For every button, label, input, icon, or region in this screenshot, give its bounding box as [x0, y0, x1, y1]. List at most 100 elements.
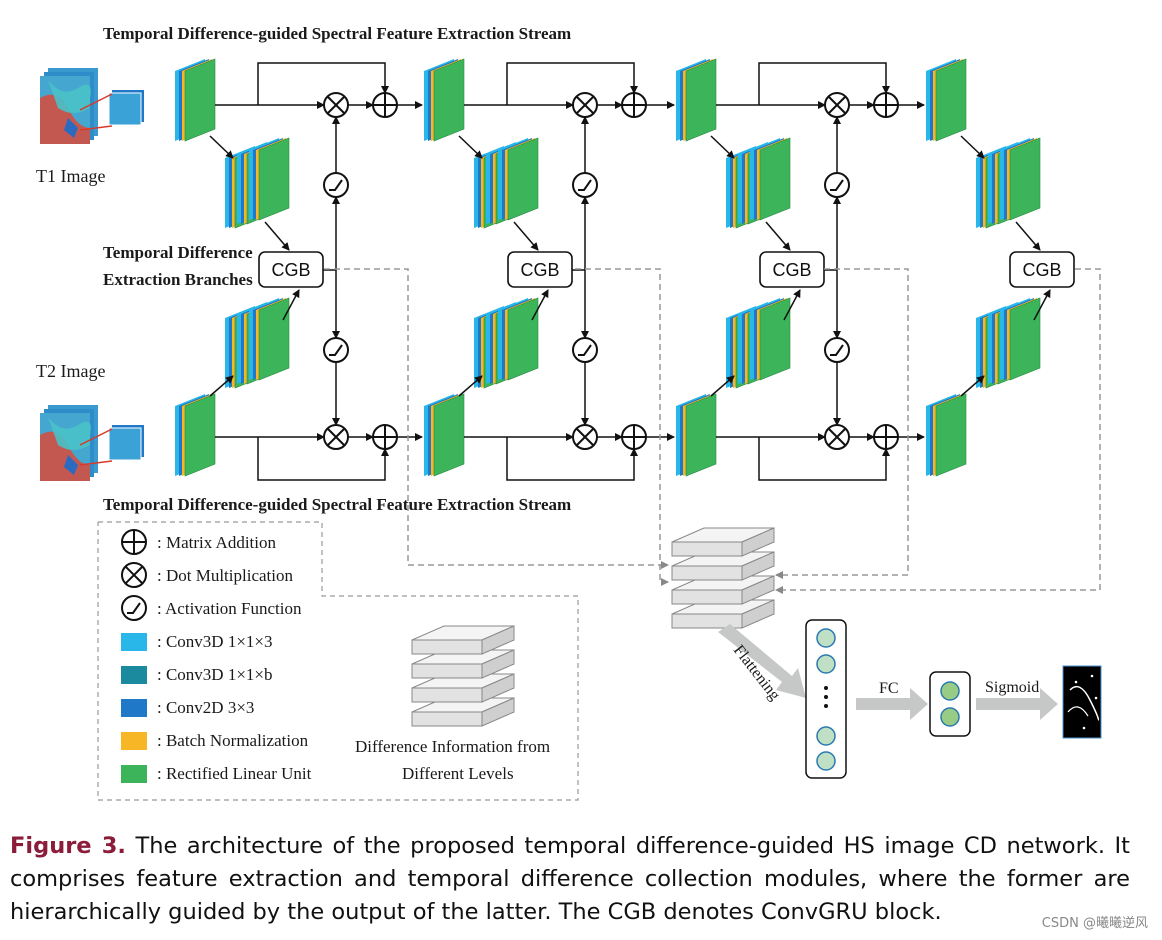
legend-border [97, 521, 579, 801]
bottom-branch-feature-maps [726, 298, 790, 388]
bottom-feature-map [423, 393, 465, 477]
legend-label: : Conv3D 1×1×3 [157, 632, 273, 651]
times-circle-icon [323, 424, 349, 450]
plus-circle-icon [873, 424, 899, 450]
top-stream-title: Temporal Difference-guided Spectral Feat… [103, 24, 571, 43]
cgb-label: CGB [1022, 260, 1061, 280]
flattened-vector [805, 619, 847, 779]
bottom-stream-title: Temporal Difference-guided Spectral Feat… [103, 495, 571, 514]
top-skip-connection [257, 62, 389, 105]
t1-image-label: T1 Image [36, 166, 105, 186]
change-map-image [1062, 665, 1102, 739]
plus-circle-icon [873, 92, 899, 118]
sigmoid-label: Sigmoid [985, 679, 1039, 696]
activation-icon [121, 595, 147, 621]
bottom-feature-map [174, 393, 216, 477]
legend-stack-caption-line2: Different Levels [402, 764, 514, 783]
arrow-to-bottom-branch [960, 375, 985, 397]
legend-item: : Conv2D 3×3 [121, 698, 254, 717]
cgb-label: CGB [520, 260, 559, 280]
arrow-to-cgb [765, 221, 791, 251]
arrow-to-cgb [513, 221, 539, 251]
bottom-feature-map [675, 393, 717, 477]
arrow-from-bottom-branch [1033, 289, 1051, 321]
top-branch-feature-maps [976, 138, 1040, 228]
legend-label: : Batch Normalization [157, 731, 309, 750]
bottom-feature-map [925, 393, 967, 477]
legend-label: : Conv2D 3×3 [157, 698, 254, 717]
top-feature-map [675, 58, 717, 142]
cgb-label: CGB [772, 260, 811, 280]
top-branch-feature-maps [726, 138, 790, 228]
bottom-skip-connection [257, 437, 389, 481]
sigmoid-arrow [976, 688, 1058, 720]
plus-circle-icon [121, 529, 147, 555]
activation-icon [572, 337, 598, 363]
legend-item: : Batch Normalization [121, 731, 309, 750]
t2-hyperspectral-image [40, 405, 98, 481]
arrow-from-bottom-branch [531, 289, 549, 321]
t2-image-label: T2 Image [36, 361, 105, 381]
activation-icon [572, 172, 598, 198]
times-circle-icon [323, 92, 349, 118]
arrow-to-bottom-branch [209, 375, 234, 397]
legend: : Matrix Addition : Dot Multiplication : A… [121, 529, 312, 783]
watermark: CSDN @曦曦逆风 [1041, 916, 1148, 931]
output-nodes [929, 671, 971, 737]
cgb-label: CGB [271, 260, 310, 280]
legend-swatch [121, 765, 147, 783]
arrow-from-bottom-branch [282, 289, 300, 321]
legend-item: : Rectified Linear Unit [121, 764, 312, 783]
network-stages: CGB CGB CGB CGB [174, 58, 1075, 481]
legend-swatch [121, 666, 147, 684]
fc-arrow [856, 688, 928, 720]
top-skip-connection [758, 62, 890, 105]
legend-label: : Conv3D 1×1×b [157, 665, 273, 684]
top-feature-map [925, 58, 967, 142]
figure-label: Figure 3. [10, 833, 126, 859]
times-circle-icon [572, 424, 598, 450]
arrow-to-cgb [264, 221, 290, 251]
legend-stack-illustration [411, 625, 515, 727]
arrow-to-top-branch [458, 135, 483, 159]
plus-circle-icon [372, 424, 398, 450]
legend-swatch [121, 633, 147, 651]
legend-label: : Dot Multiplication [157, 566, 293, 585]
legend-item: : Conv3D 1×1×b [121, 665, 273, 684]
difference-information-stack [671, 527, 775, 629]
times-circle-icon [824, 424, 850, 450]
arrow-to-bottom-branch [458, 375, 483, 397]
activation-icon [323, 337, 349, 363]
plus-circle-icon [372, 92, 398, 118]
times-circle-icon [824, 92, 850, 118]
legend-label: : Activation Function [157, 599, 302, 618]
cgb-block [1009, 251, 1075, 288]
legend-swatch [121, 732, 147, 750]
plus-circle-icon [621, 424, 647, 450]
flattening-arrow [718, 624, 806, 698]
arrow-to-top-branch [209, 135, 234, 159]
activation-icon [323, 172, 349, 198]
caption-text: The architecture of the proposed tempora… [10, 833, 1130, 925]
cgb-to-stack-connections [324, 268, 1101, 594]
activation-icon [824, 337, 850, 363]
figure-caption: Figure 3. The architecture of the propos… [10, 830, 1130, 929]
arrow-to-bottom-branch [710, 375, 735, 397]
bottom-skip-connection [506, 437, 638, 481]
legend-label: : Matrix Addition [157, 533, 277, 552]
top-feature-map [423, 58, 465, 142]
arrow-to-top-branch [710, 135, 735, 159]
arrow-to-cgb [1015, 221, 1041, 251]
branch-label-line2: Extraction Branches [103, 270, 253, 289]
legend-item: : Activation Function [121, 595, 302, 621]
bottom-branch-feature-maps [474, 298, 538, 388]
legend-label: : Rectified Linear Unit [157, 764, 312, 783]
plus-circle-icon [621, 92, 647, 118]
arrow-from-bottom-branch [783, 289, 801, 321]
activation-icon [824, 172, 850, 198]
top-skip-connection [506, 62, 638, 105]
t1-patch [108, 90, 144, 126]
times-circle-icon [572, 92, 598, 118]
t2-patch [108, 425, 144, 461]
top-branch-feature-maps [225, 138, 289, 228]
